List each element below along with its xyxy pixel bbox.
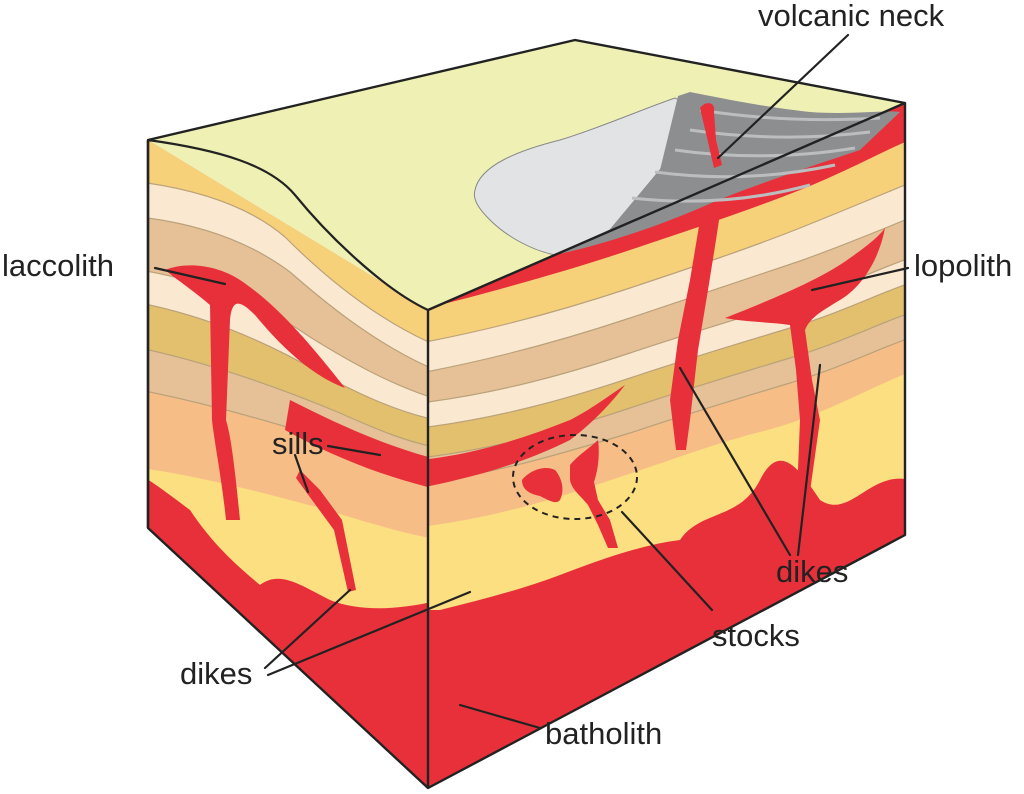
stock-2: [570, 440, 618, 548]
lopolith-body: [725, 228, 885, 520]
volcanic-neck-vent: [700, 103, 722, 168]
front-layer-yellow: [148, 462, 428, 609]
label-dikes-left: dikes: [180, 656, 252, 691]
volcano-lava-field: [473, 97, 701, 256]
right-layer-yellow: [428, 370, 905, 610]
right-layer-tan: [428, 215, 905, 403]
front-layer-top: [148, 140, 428, 347]
leader-sills-2: [293, 453, 310, 494]
leader-laccolith: [153, 266, 227, 286]
label-sills: sills: [272, 426, 324, 461]
volcano-cone: [555, 92, 900, 255]
label-dikes-right: dikes: [776, 554, 848, 589]
front-layer-tan: [148, 215, 428, 400]
stocks-dashed-outline: [512, 434, 638, 520]
leader-volcanic-neck: [716, 33, 850, 160]
sill-front: [285, 400, 428, 490]
leader-batholith: [458, 703, 542, 730]
label-batholith: batholith: [545, 716, 662, 751]
right-layer-top: [428, 140, 905, 343]
leader-dikes-right-1: [678, 366, 792, 557]
label-volcanic-neck: volcanic neck: [758, 0, 945, 33]
volcano-ridges: [631, 108, 881, 203]
front-layer-cream: [148, 180, 428, 372]
surface-front-crest: [147, 138, 429, 311]
right-layer-ochre: [428, 280, 905, 458]
label-laccolith: laccolith: [2, 248, 114, 283]
dike-front-left: [296, 470, 356, 592]
label-lopolith: lopolith: [914, 248, 1012, 283]
leader-dikes-left-2: [266, 590, 472, 677]
leader-stocks: [620, 510, 714, 612]
leader-sills-1: [326, 444, 382, 457]
leader-lopolith: [810, 266, 910, 292]
sill-right: [428, 385, 625, 488]
leader-dikes-left-1: [263, 588, 352, 670]
stock-1: [522, 468, 563, 503]
leader-dikes-right-2: [796, 363, 822, 557]
label-stocks: stocks: [712, 618, 800, 653]
